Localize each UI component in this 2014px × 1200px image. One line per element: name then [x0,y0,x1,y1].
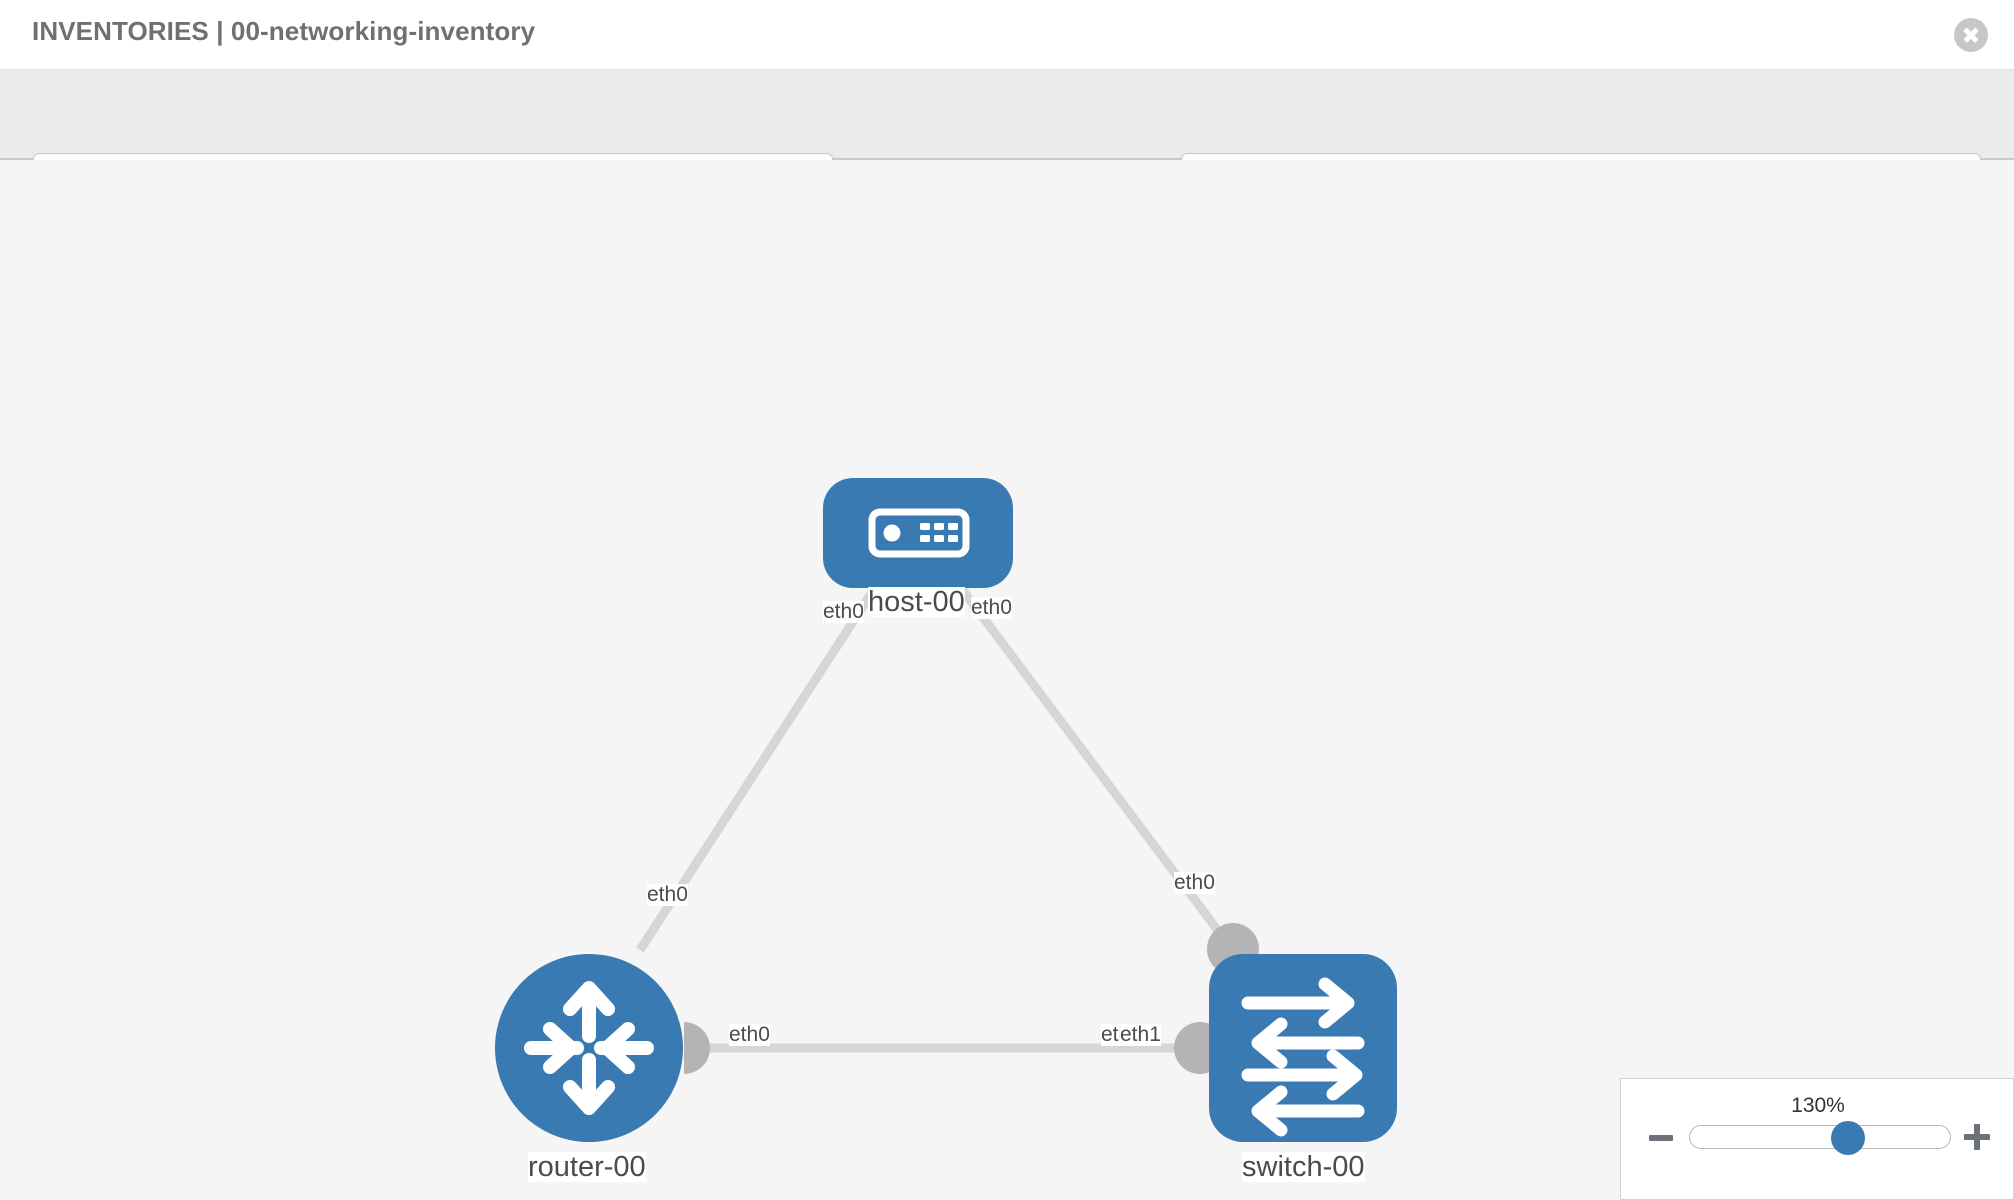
topology-canvas[interactable]: eth0 host-00 eth0 eth0 eth0 eth0 etl eth… [0,160,2014,1200]
iface-label-switch00-partial: etl [1101,1023,1124,1047]
plus-icon[interactable] [1963,1123,1991,1151]
minus-icon[interactable] [1649,1135,1673,1141]
topology-graph [495,478,1397,1142]
iface-label-host00-eth0-right: eth0 [971,596,1012,620]
iface-label-switch00-uplink-eth0: eth0 [1174,871,1215,895]
node-label-host-00: host-00 [868,586,965,618]
page-header: INVENTORIES | 00-networking-inventory [0,0,2014,70]
iface-label-switch00-eth1: eth1 [1120,1023,1161,1047]
node-label-switch-00: switch-00 [1242,1151,1365,1183]
zoom-slider[interactable] [1689,1121,1951,1155]
iface-label-host00-eth0-left: eth0 [823,600,864,624]
node-label-router-00: router-00 [528,1151,646,1183]
iface-label-router00-uplink-eth0: eth0 [647,883,688,907]
page-title: INVENTORIES | 00-networking-inventory [32,16,536,46]
link-host00-switch00 [951,577,1244,963]
port-router00-eth0 [684,1022,710,1074]
node-switch-00 [1209,954,1397,1142]
iface-label-router00-eth0: eth0 [729,1023,770,1047]
topology-ports [684,563,1259,1074]
toolbar: ACTIONS SEARCH [0,70,2014,209]
zoom-control-panel: 130% [1620,1078,2014,1200]
zoom-level-value: 130% [1791,1094,1845,1117]
topology-links [636,577,1244,1053]
node-host-00 [823,478,1013,588]
close-icon[interactable] [1954,18,1988,52]
node-router-00 [495,954,683,1142]
zoom-slider-thumb[interactable] [1831,1121,1865,1155]
